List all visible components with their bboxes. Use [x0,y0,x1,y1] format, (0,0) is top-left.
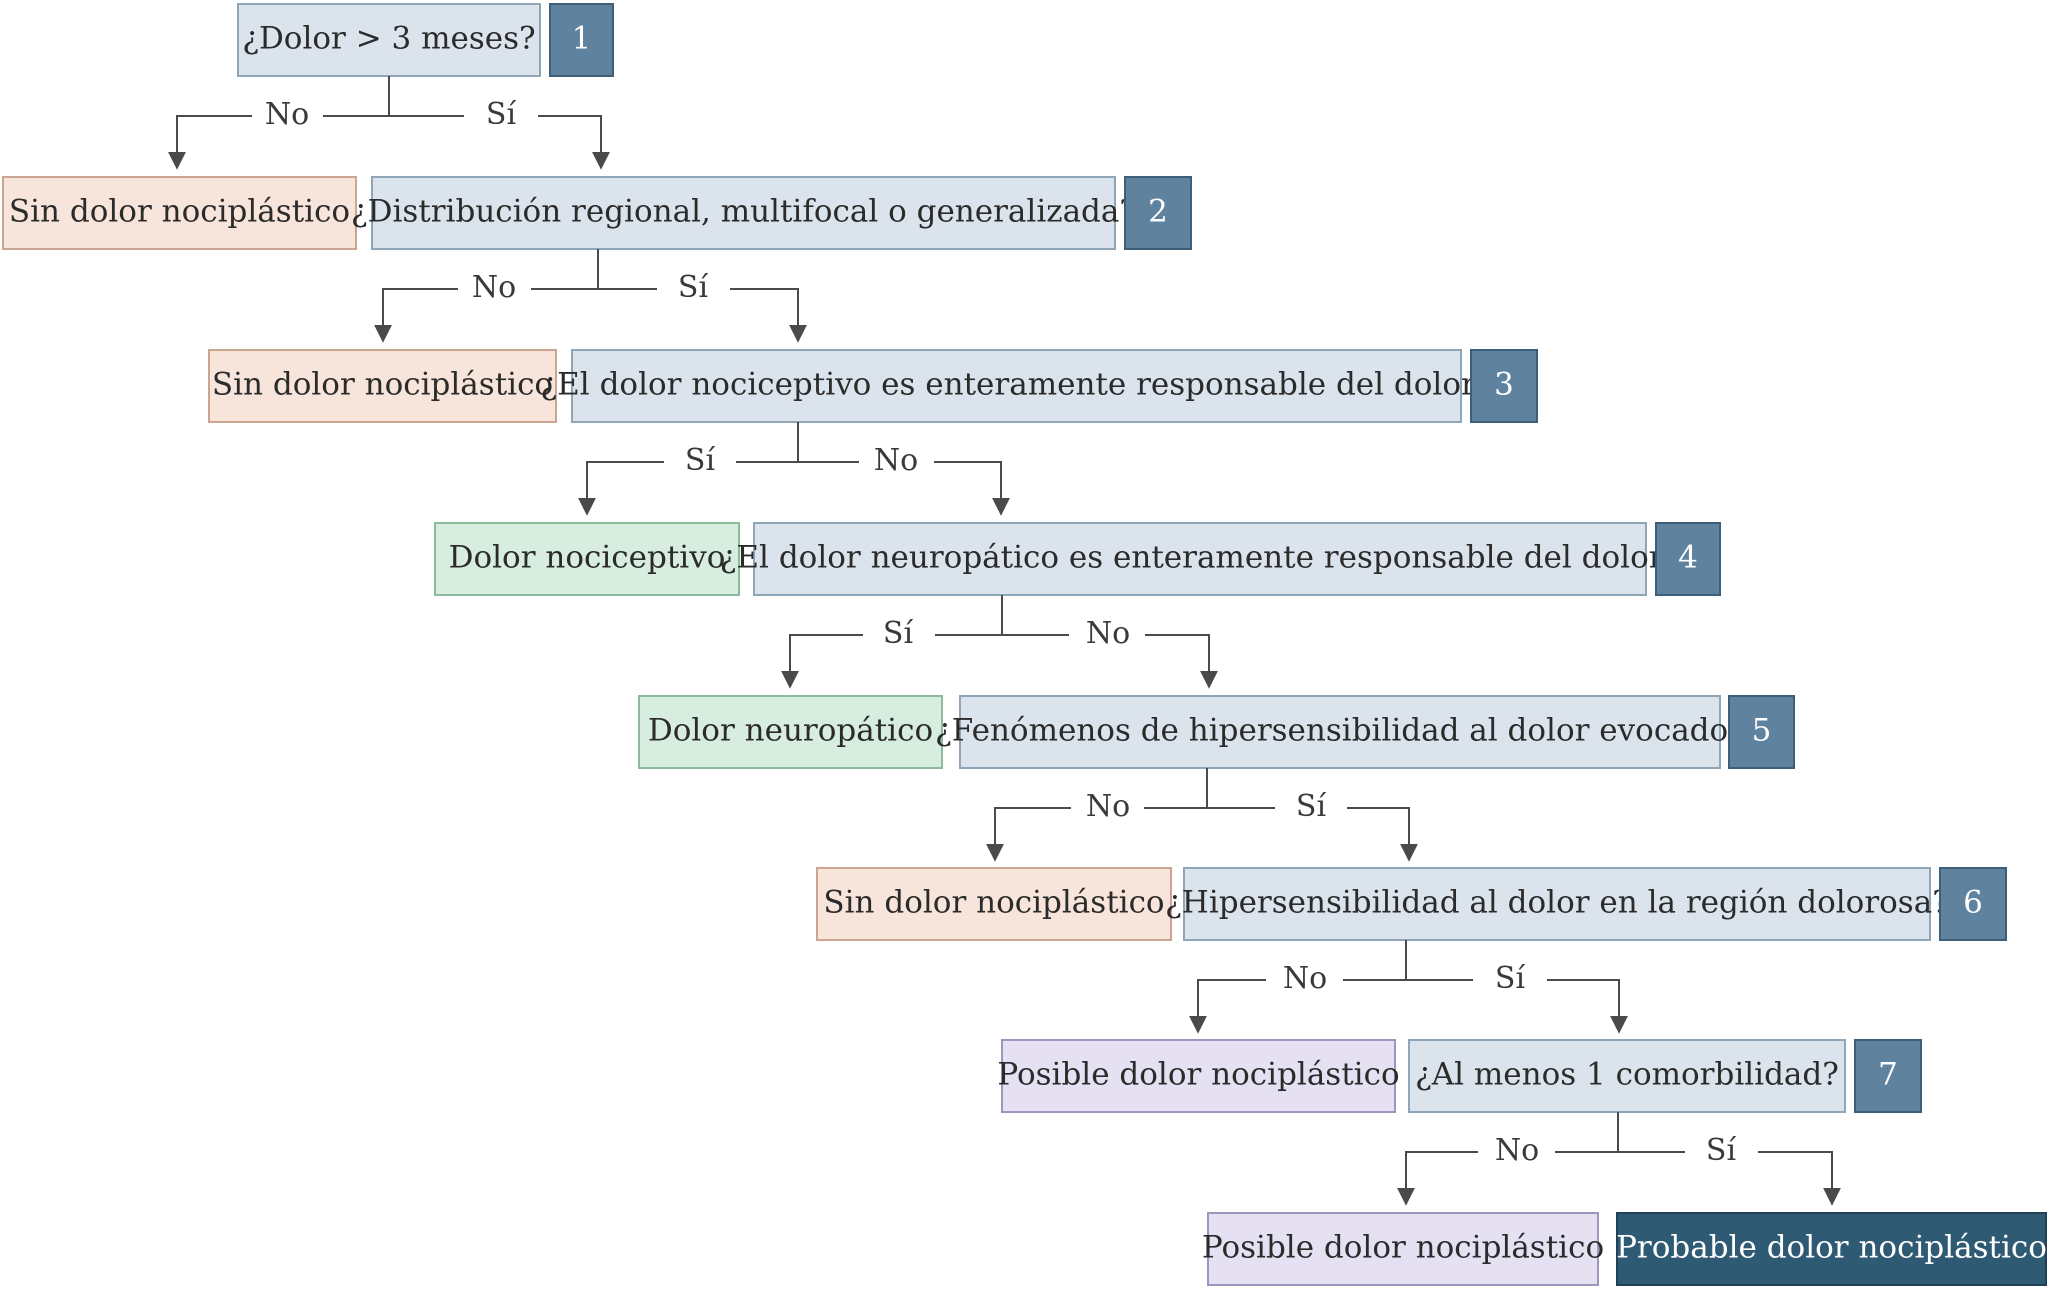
outcome-5-text: Sin dolor nociplástico [823,885,1164,921]
outcome-box-dolor-nociceptivo-shape [434,522,740,596]
step-number-6: 6 [1963,885,1983,921]
branch-label-si-2: Sí [678,270,709,305]
question-box-2: ¿Distribución regional, multifocal o gen… [351,176,1136,250]
step-number-badge-4-shape [1655,522,1721,596]
branch-connector-2 [374,249,807,343]
outcome-box-posible-2: Posible dolor nociplástico [1202,1212,1604,1286]
question-box-2-shape [371,176,1116,250]
question-box-7: ¿Al menos 1 comorbilidad? [1408,1039,1846,1113]
branch-label-no-1: No [265,97,309,132]
question-box-4: ¿El dolor neuropático es enteramente res… [720,522,1680,596]
question-7-text: ¿Al menos 1 comorbilidad? [1415,1057,1839,1093]
step-number-badge-6: 6 [1939,867,2007,941]
question-1-text: ¿Dolor > 3 meses? [242,21,535,57]
step-number-7: 7 [1878,1057,1898,1093]
question-box-5: ¿Fenómenos de hipersensibilidad al dolor… [935,695,1745,769]
outcome-box-dolor-neuropatico: Dolor neuropático [638,695,943,769]
question-6-text: ¿Hipersensibilidad al dolor en la región… [1165,885,1949,921]
question-2-text: ¿Distribución regional, multifocal o gen… [351,194,1136,230]
outcome-box-sin-dolor-3-shape [816,867,1172,941]
question-box-1: ¿Dolor > 3 meses? [237,3,541,77]
branch-label-no-7: No [1495,1133,1539,1168]
outcome-box-posible-1-shape [1001,1039,1396,1113]
outcome-box-probable: Probable dolor nociplástico [1616,1212,2047,1286]
step-number-2: 2 [1148,194,1168,230]
step-number-badge-5-shape [1728,695,1795,769]
branch-label-no-2: No [472,270,516,305]
question-box-6: ¿Hipersensibilidad al dolor en la región… [1165,867,1949,941]
step-number-badge-5: 5 [1728,695,1795,769]
branch-label-si-3: Sí [685,443,716,478]
final-outcome-text: Probable dolor nociplástico [1616,1230,2047,1266]
step-number-badge-7-shape [1854,1039,1922,1113]
branch-label-no-5: No [1086,789,1130,824]
branch-connector-5 [986,768,1418,862]
question-box-6-shape [1183,867,1931,941]
branch-connector-6 [1189,940,1628,1034]
branch-connector-3 [578,422,1010,516]
outcome-box-posible-1: Posible dolor nociplástico [997,1039,1400,1113]
outcome-box-probable-shape [1616,1212,2047,1286]
step-number-badge-7: 7 [1854,1039,1922,1113]
question-5-text: ¿Fenómenos de hipersensibilidad al dolor… [935,713,1745,749]
step-number-badge-4: 4 [1655,522,1721,596]
branch-label-si-4: Sí [883,616,914,651]
outcome-box-sin-dolor-2: Sin dolor nociplástico [208,349,557,423]
step-number-1: 1 [572,21,592,57]
outcome-box-sin-dolor-1: Sin dolor nociplástico [2,176,357,250]
branch-connector-1 [168,76,610,170]
outcome-1-text: Sin dolor nociplástico [9,194,350,230]
outcome-box-dolor-nociceptivo: Dolor nociceptivo [434,522,740,596]
branch-label-si-1: Sí [486,97,517,132]
outcome-box-sin-dolor-1-shape [2,176,357,250]
question-box-4-shape [753,522,1647,596]
step-number-badge-2: 2 [1124,176,1192,250]
question-box-3: ¿El dolor nociceptivo es enteramente res… [541,349,1493,423]
step-number-badge-3: 3 [1470,349,1538,423]
step-number-badge-1-shape [549,3,614,77]
branch-label-no-6: No [1283,961,1327,996]
question-box-1-shape [237,3,541,77]
branch-connector-7 [1397,1112,1841,1206]
question-box-7-shape [1408,1039,1846,1113]
step-number-badge-3-shape [1470,349,1538,423]
branch-label-si-5: Sí [1296,789,1327,824]
branch-label-si-7: Sí [1706,1133,1737,1168]
outcome-3-text: Dolor nociceptivo [449,540,726,576]
branch-label-no-4: No [1086,616,1130,651]
step-number-badge-1: 1 [549,3,614,77]
question-4-text: ¿El dolor neuropático es enteramente res… [720,540,1680,576]
outcome-box-sin-dolor-3: Sin dolor nociplástico [816,867,1172,941]
step-number-badge-6-shape [1939,867,2007,941]
branch-connector-4 [781,595,1218,689]
step-number-5: 5 [1752,713,1772,749]
outcome-4-text: Dolor neuropático [648,713,933,749]
outcome-box-dolor-neuropatico-shape [638,695,943,769]
outcome-2-text: Sin dolor nociplástico [212,367,553,403]
question-box-3-shape [571,349,1462,423]
branch-label-no-3: No [874,443,918,478]
step-number-3: 3 [1494,367,1514,403]
question-box-5-shape [959,695,1721,769]
outcome-7-text: Posible dolor nociplástico [1202,1230,1604,1266]
step-number-4: 4 [1678,540,1698,576]
outcome-6-text: Posible dolor nociplástico [997,1057,1399,1093]
branch-label-si-6: Sí [1495,961,1526,996]
outcome-box-posible-2-shape [1207,1212,1599,1286]
step-number-badge-2-shape [1124,176,1192,250]
outcome-box-sin-dolor-2-shape [208,349,557,423]
question-3-text: ¿El dolor nociceptivo es enteramente res… [541,367,1493,403]
